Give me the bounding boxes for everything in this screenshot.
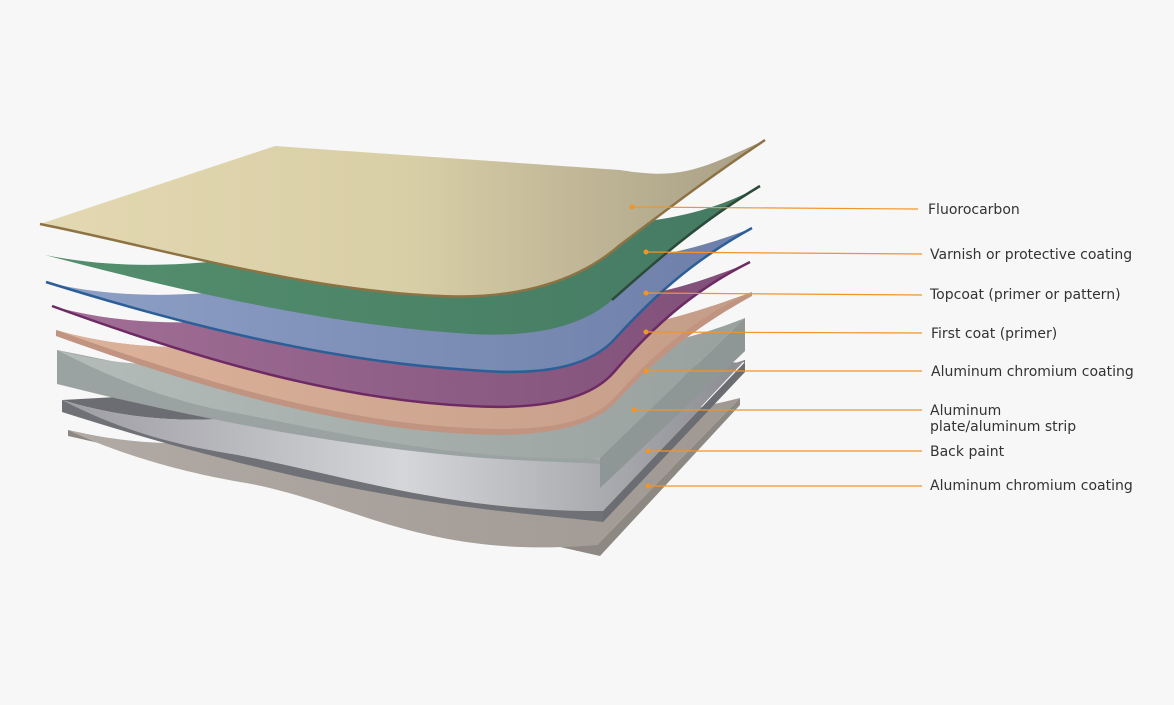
leader-dot-8 (645, 483, 651, 489)
label-varnish: Varnish or protective coating (930, 247, 1133, 263)
leader-line-4 (645, 331, 923, 334)
leader-lines (629, 204, 923, 489)
leader-dot-5 (643, 368, 649, 374)
leader-dot-3 (643, 290, 649, 296)
label-topcoat: Topcoat (primer or pattern) (930, 287, 1121, 303)
label-chromium-coating-top: Aluminum chromium coating (931, 364, 1134, 380)
leader-dot-6 (631, 407, 637, 413)
leader-line-2 (645, 251, 923, 255)
layer-fluorocarbon (39, 138, 766, 298)
label-aluminum-plate: Aluminum plate/aluminum strip (930, 403, 1077, 435)
leader-dot-7 (645, 448, 651, 454)
label-back-paint: Back paint (930, 444, 1005, 460)
leader-dot-4 (643, 329, 649, 335)
leader-dot-2 (643, 249, 649, 255)
label-fluorocarbon: Fluorocarbon (928, 202, 1020, 218)
label-first-coat: First coat (primer) (931, 326, 1058, 342)
label-chromium-coating-bottom: Aluminum chromium coating (930, 478, 1133, 494)
leader-line-3 (645, 292, 923, 296)
leader-line-1 (631, 206, 919, 210)
leader-dot-1 (629, 204, 635, 210)
